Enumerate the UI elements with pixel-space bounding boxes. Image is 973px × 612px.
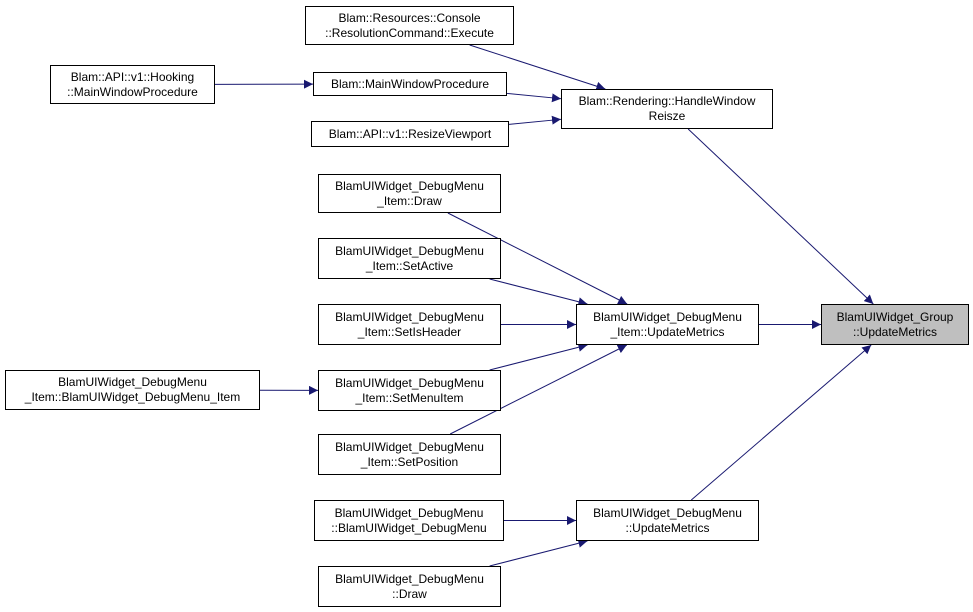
node-console-resolution-command-execute[interactable]: Blam::Resources::Console ::ResolutionCom… [305, 6, 514, 45]
node-label-line: BlamUIWidget_DebugMenu [335, 309, 484, 324]
node-label-line: BlamUIWidget_DebugMenu [334, 505, 484, 520]
call-edge-n_handleresize-to-n_group_update [687, 128, 874, 305]
node-label-line: Blam::MainWindowProcedure [330, 76, 490, 91]
node-label-line: ::UpdateMetrics [625, 520, 710, 535]
node-item-set-active[interactable]: BlamUIWidget_DebugMenu _Item::SetActive [318, 238, 501, 279]
node-item-draw[interactable]: BlamUIWidget_DebugMenu _Item::Draw [318, 174, 501, 213]
call-edge-n_menu_draw-to-n_menu_update [489, 538, 588, 567]
call-edge-n_item_setposition-to-n_item_update [449, 344, 628, 435]
node-label-line: BlamUIWidget_DebugMenu [335, 243, 484, 258]
node-item-set-position[interactable]: BlamUIWidget_DebugMenu _Item::SetPositio… [318, 434, 501, 475]
node-menu-update-metrics[interactable]: BlamUIWidget_DebugMenu ::UpdateMetrics [576, 500, 759, 541]
node-label-line: _Item::BlamUIWidget_DebugMenu_Item [24, 390, 241, 404]
call-edge-n_resizeviewport-to-n_handleresize [508, 115, 562, 125]
node-label-line: Blam::API::v1::ResizeViewport [328, 126, 492, 141]
node-label-line: _Item::SetPosition [360, 454, 459, 469]
call-edge-n_item_setmenuitem-to-n_item_update [489, 342, 588, 371]
node-label-line: ::MainWindowProcedure [67, 84, 198, 99]
node-item-update-metrics[interactable]: BlamUIWidget_DebugMenu _Item::UpdateMetr… [576, 304, 759, 345]
node-label-line: BlamUIWidget_DebugMenu [335, 571, 484, 586]
call-edge-n_console-to-n_handleresize [469, 44, 606, 91]
node-label-line: ::BlamUIWidget_DebugMenu [331, 520, 487, 535]
node-item-set-menu-item[interactable]: BlamUIWidget_DebugMenu _Item::SetMenuIte… [318, 370, 501, 411]
node-label-line: BlamUIWidget_DebugMenu [335, 178, 484, 193]
node-label-line: Blam::Rendering::HandleWindow [578, 94, 756, 108]
node-label-line: BlamUIWidget_DebugMenu [335, 375, 484, 390]
node-label-line: _Item::SetActive [365, 258, 454, 273]
node-label-line: ::UpdateMetrics [852, 324, 938, 339]
node-label-line: BlamUIWidget_DebugMenu [58, 375, 207, 389]
node-label-line: _Item::UpdateMetrics [610, 324, 725, 339]
call-edge-n_menu_update-to-n_group_update [690, 344, 872, 501]
node-label-line: BlamUIWidget_DebugMenu [593, 309, 742, 324]
call-edge-n_mainwndproc-to-n_handleresize [506, 92, 562, 103]
node-menu-constructor[interactable]: BlamUIWidget_DebugMenu ::BlamUIWidget_De… [314, 500, 504, 541]
node-label-line: Reisze [648, 109, 686, 123]
node-handle-window-resize[interactable]: Blam::Rendering::HandleWindow Reisze [561, 89, 773, 129]
node-label-line: ::ResolutionCommand::Execute [325, 25, 494, 40]
node-item-set-is-header[interactable]: BlamUIWidget_DebugMenu _Item::SetIsHeade… [318, 304, 501, 345]
node-item-constructor[interactable]: BlamUIWidget_DebugMenu _Item::BlamUIWidg… [5, 370, 260, 410]
call-edge-n_item_setactive-to-n_item_update [489, 278, 588, 307]
node-label-line: BlamUIWidget_DebugMenu [335, 439, 484, 454]
node-group-update-metrics: BlamUIWidget_Group ::UpdateMetrics [821, 304, 969, 345]
node-main-window-procedure[interactable]: Blam::MainWindowProcedure [313, 72, 507, 96]
node-label-line: _Item::SetIsHeader [357, 324, 462, 339]
node-label-line: Blam::Resources::Console [338, 10, 481, 25]
node-hooking-main-window-procedure[interactable]: Blam::API::v1::Hooking ::MainWindowProce… [50, 65, 215, 104]
node-label-line: BlamUIWidget_DebugMenu [593, 505, 742, 520]
node-label-line: BlamUIWidget_Group [836, 309, 954, 324]
node-label-line: _Item::SetMenuItem [355, 390, 464, 405]
node-label-line: _Item::Draw [377, 193, 442, 208]
node-label-line: ::Draw [392, 586, 427, 601]
call-edge-n_item_draw-to-n_item_update [447, 212, 628, 305]
node-menu-draw[interactable]: BlamUIWidget_DebugMenu ::Draw [318, 566, 501, 607]
node-resize-viewport[interactable]: Blam::API::v1::ResizeViewport [311, 121, 509, 147]
node-label-line: Blam::API::v1::Hooking [70, 69, 195, 84]
